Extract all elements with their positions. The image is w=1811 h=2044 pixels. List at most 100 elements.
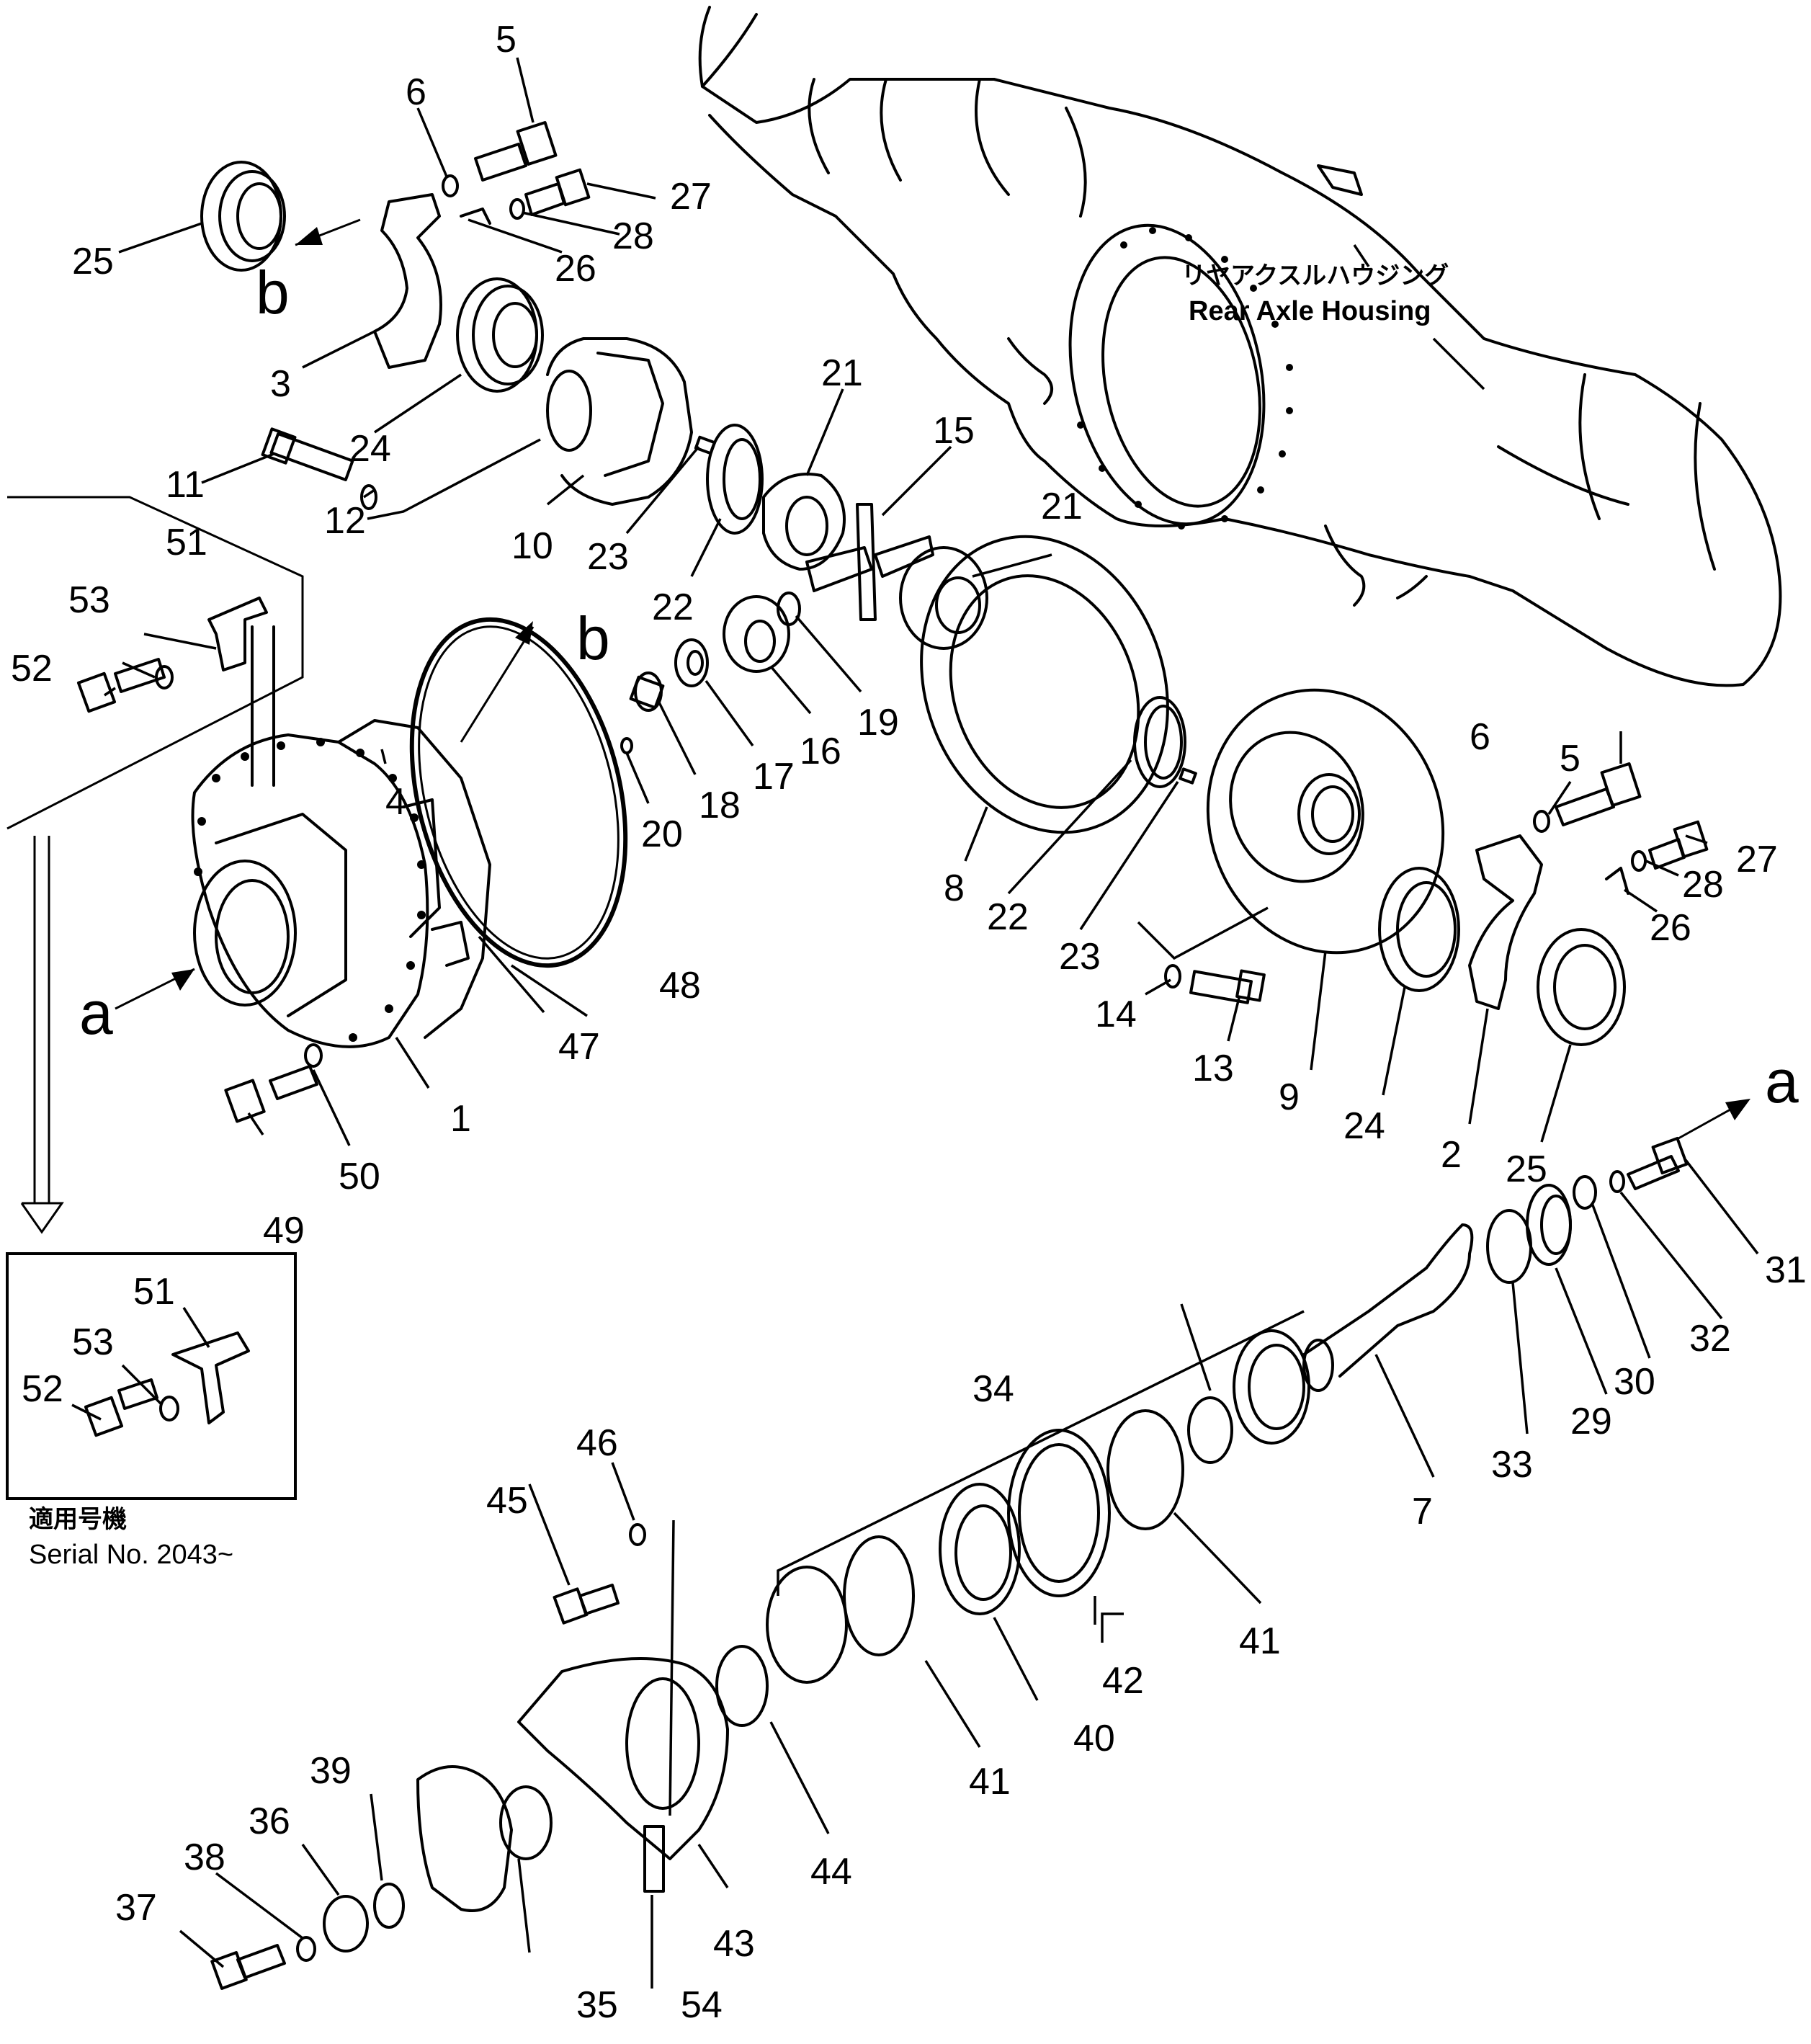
housing-label-english: Rear Axle Housing [1189, 296, 1431, 326]
callout-48: 48 [659, 965, 701, 1007]
side-gear-21-upper [762, 473, 846, 571]
housing-leader [1353, 244, 1370, 267]
view-letter-a-right: a [1765, 1048, 1799, 1115]
callout-44: 44 [810, 1851, 852, 1893]
callout-28: 28 [612, 215, 654, 257]
callout-40: 40 [1073, 1718, 1115, 1759]
callout-53: 53 [68, 579, 110, 621]
ring-gear-8 [920, 535, 1169, 834]
bearing-cap-2 [1468, 834, 1543, 1010]
callout-22: 22 [652, 586, 694, 628]
callout-4: 4 [385, 781, 406, 823]
bolt-5-top [474, 120, 558, 182]
callout-23: 23 [587, 536, 629, 578]
carrier-bolt-49 [224, 1043, 323, 1123]
callout-49: 49 [263, 1210, 305, 1251]
bolts-right [1164, 762, 1709, 1004]
pinion-parts-16-20 [620, 592, 801, 754]
small-parts-top [261, 174, 717, 510]
callout-46: 46 [576, 1422, 618, 1464]
pinion-bearings-34 [715, 1329, 1310, 1727]
pinion-shaft-7 [1302, 1223, 1474, 1392]
callout-22: 22 [987, 896, 1029, 938]
view-letter-b-center: b [576, 604, 610, 672]
rear-axle-housing [698, 6, 1782, 687]
housing-label-japanese: リヤアクスルハウジング [1181, 262, 1449, 290]
callout-16: 16 [800, 731, 841, 772]
callout-33: 33 [1491, 1444, 1533, 1486]
o-ring-48-inner [418, 625, 620, 960]
view-box-lines [6, 496, 304, 830]
callout-45: 45 [486, 1480, 528, 1522]
callout-35: 35 [576, 1984, 618, 2026]
callout-27: 27 [670, 176, 712, 218]
callout-42: 42 [1102, 1660, 1144, 1702]
callout-5: 5 [496, 19, 517, 61]
diff-case-9 [1206, 688, 1445, 955]
bracket-51-top [76, 597, 275, 787]
inset-japanese-label: 適用号機 [29, 1505, 127, 1534]
inset-arrow [20, 836, 64, 1234]
callout-30: 30 [1614, 1361, 1655, 1403]
callout-43: 43 [713, 1923, 755, 1965]
yoke-35 [416, 1765, 553, 1912]
view-letter-a-left: a [79, 979, 113, 1047]
callout-26: 26 [1650, 907, 1691, 949]
bolt-27-top [524, 168, 591, 216]
bearing-24-top [456, 277, 544, 393]
spider-15 [805, 503, 934, 621]
callout-51: 51 [166, 522, 207, 563]
adjuster-nut-25-top [200, 161, 286, 272]
callout-28: 28 [1682, 864, 1724, 906]
yoke-fasteners [210, 1523, 665, 1990]
diff-case-10 [546, 337, 693, 506]
callout-12: 12 [324, 500, 366, 542]
callout-6: 6 [1470, 716, 1490, 758]
callout-7: 7 [1412, 1491, 1433, 1532]
callout-47: 47 [558, 1026, 600, 1068]
callout-25: 25 [72, 241, 114, 282]
view-arrows [115, 218, 1750, 1140]
bearing-cap-3 [373, 193, 442, 369]
callout-14: 14 [1095, 994, 1137, 1035]
callout-26: 26 [555, 248, 596, 290]
housing-bolt-holes [1077, 227, 1293, 530]
inset-serial-label: Serial No. 2043~ [29, 1540, 233, 1570]
callout-23: 23 [1059, 936, 1101, 978]
callout-2: 2 [1441, 1134, 1462, 1176]
callout-20: 20 [641, 813, 683, 855]
adjuster-nut-25-right [1537, 928, 1626, 1046]
differential-carrier [191, 719, 491, 1048]
callout-36: 36 [249, 1800, 290, 1842]
serial-inset-box [6, 1252, 297, 1500]
callout-25: 25 [1506, 1148, 1547, 1190]
callout-13: 13 [1192, 1048, 1234, 1089]
bearing-24-right [1378, 867, 1460, 992]
leader-lines [71, 57, 1759, 1989]
callout-15: 15 [933, 410, 975, 452]
callout-39: 39 [310, 1750, 352, 1792]
callout-53-inset: 53 [72, 1321, 114, 1363]
callout-17: 17 [753, 756, 795, 798]
pinion-cage-43 [517, 1657, 729, 1860]
callout-54: 54 [681, 1984, 723, 2026]
callout-32: 32 [1689, 1318, 1731, 1360]
callout-24: 24 [1343, 1105, 1385, 1147]
callout-5: 5 [1560, 738, 1580, 780]
callout-10: 10 [511, 525, 553, 567]
callout-1: 1 [450, 1098, 471, 1140]
callout-6: 6 [406, 71, 426, 113]
callout-18: 18 [699, 785, 741, 826]
callout-41: 41 [1239, 1620, 1281, 1662]
callout-52-inset: 52 [22, 1368, 63, 1410]
callout-19: 19 [857, 702, 899, 744]
callout-37: 37 [115, 1887, 157, 1929]
callout-24: 24 [349, 428, 391, 470]
thrust-washer-22-lower [1133, 696, 1186, 788]
carrier-bolt-holes [194, 738, 426, 1042]
callout-34: 34 [972, 1368, 1014, 1410]
callout-9: 9 [1279, 1076, 1300, 1118]
callout-31: 31 [1765, 1249, 1807, 1291]
callout-41: 41 [969, 1761, 1011, 1803]
